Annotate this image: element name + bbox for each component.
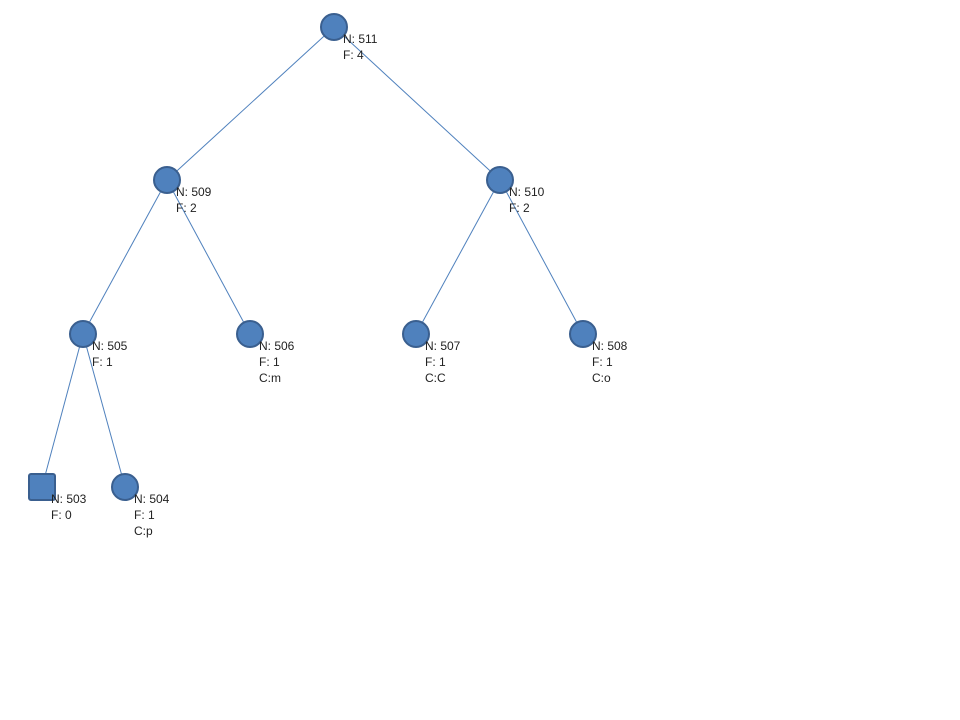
node-503-label: N: 503 F: 0 <box>51 491 86 523</box>
edge-509-506 <box>166 179 251 335</box>
node-508-line-2: C:o <box>592 371 611 385</box>
node-506-line-1: F: 1 <box>259 355 280 369</box>
node-508-label: N: 508 F: 1 C:o <box>592 338 627 386</box>
node-507-label: N: 507 F: 1 C:C <box>425 338 460 386</box>
node-507-line-2: C:C <box>425 371 446 385</box>
node-509-line-0: N: 509 <box>176 185 212 199</box>
edge-511-510 <box>333 26 501 181</box>
node-504-line-0: N: 504 <box>134 492 170 506</box>
node-507-line-1: F: 1 <box>425 355 446 369</box>
edge-510-508 <box>499 179 584 335</box>
edge-509-505 <box>82 179 168 335</box>
node-508-line-0: N: 508 <box>592 339 628 353</box>
node-506-label: N: 506 F: 1 C:m <box>259 338 294 386</box>
node-506-line-2: C:m <box>259 371 281 385</box>
node-510-circle-icon <box>486 166 514 194</box>
node-504-line-1: F: 1 <box>134 508 155 522</box>
edge-505-503 <box>41 333 84 488</box>
node-505-circle-icon <box>69 320 97 348</box>
node-510-line-0: N: 510 <box>509 185 545 199</box>
edge-505-504 <box>82 333 126 488</box>
node-511-label: N: 511 F: 4 <box>343 31 377 63</box>
node-508-line-1: F: 1 <box>592 355 613 369</box>
node-511-line-1: F: 4 <box>343 48 364 62</box>
node-510-line-1: F: 2 <box>509 201 530 215</box>
node-509-label: N: 509 F: 2 <box>176 184 211 216</box>
node-510-label: N: 510 F: 2 <box>509 184 544 216</box>
node-503-line-0: N: 503 <box>51 492 87 506</box>
node-507-circle-icon <box>402 320 430 348</box>
node-503-square-icon <box>28 473 56 501</box>
node-504-circle-icon <box>111 473 139 501</box>
node-505-label: N: 505 F: 1 <box>92 338 127 370</box>
node-507-line-0: N: 507 <box>425 339 461 353</box>
node-504-line-2: C:p <box>134 524 153 538</box>
node-509-circle-icon <box>153 166 181 194</box>
node-508-circle-icon <box>569 320 597 348</box>
node-505-line-1: F: 1 <box>92 355 113 369</box>
edge-510-507 <box>415 179 501 335</box>
node-503-line-1: F: 0 <box>51 508 72 522</box>
node-505-line-0: N: 505 <box>92 339 128 353</box>
node-506-line-0: N: 506 <box>259 339 295 353</box>
node-506-circle-icon <box>236 320 264 348</box>
node-504-label: N: 504 F: 1 C:p <box>134 491 169 539</box>
node-511-line-0: N: 511 <box>343 32 378 46</box>
node-511-circle-icon <box>320 13 348 41</box>
node-509-line-1: F: 2 <box>176 201 197 215</box>
edge-511-509 <box>166 26 335 181</box>
